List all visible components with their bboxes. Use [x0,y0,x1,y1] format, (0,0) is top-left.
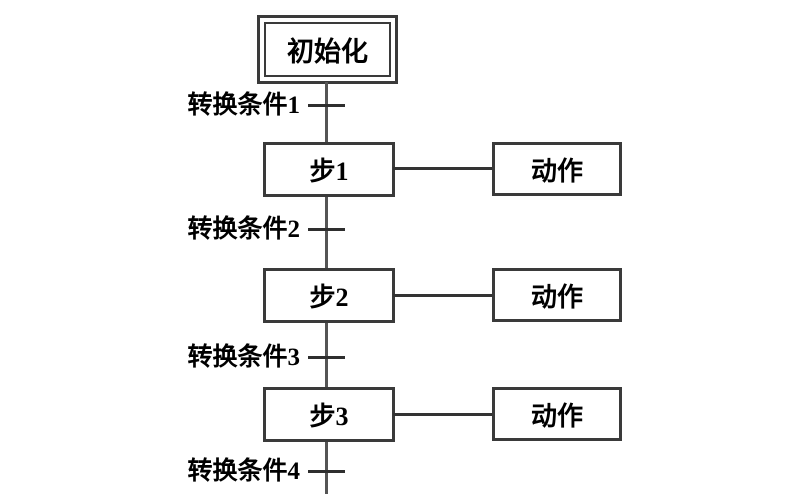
action-label-3: 动作 [530,401,583,431]
transition-bar-1 [308,104,345,107]
step-box-3: 步3 [263,387,395,442]
action-connector-1 [393,167,493,170]
flow-line-segment-4 [325,442,328,494]
transition-label-3: 转换条件3 [187,344,300,371]
flow-line-segment-1 [325,82,328,143]
flow-line-segment-2 [325,196,328,269]
initial-step-box: 初始化 [257,15,398,84]
step-label-3: 步3 [309,402,349,431]
step-label-1: 步1 [309,157,349,186]
action-label-1: 动作 [530,156,583,186]
transition-label-2: 转换条件2 [187,216,300,243]
initial-step-inner-box: 初始化 [264,22,391,77]
action-connector-3 [393,413,493,416]
flow-line-segment-3 [325,321,328,388]
action-box-3: 动作 [492,387,622,441]
transition-bar-4 [308,470,345,473]
transition-bar-2 [308,228,345,231]
action-connector-2 [393,294,493,297]
step-label-2: 步2 [309,283,349,312]
initial-step-label: 初始化 [287,37,368,67]
action-box-2: 动作 [492,268,622,322]
step-box-2: 步2 [263,268,395,323]
transition-label-1: 转换条件1 [187,92,300,119]
step-box-1: 步1 [263,142,395,197]
action-box-1: 动作 [492,142,622,196]
action-label-2: 动作 [530,282,583,312]
transition-label-4: 转换条件4 [187,458,300,485]
transition-bar-3 [308,356,345,359]
